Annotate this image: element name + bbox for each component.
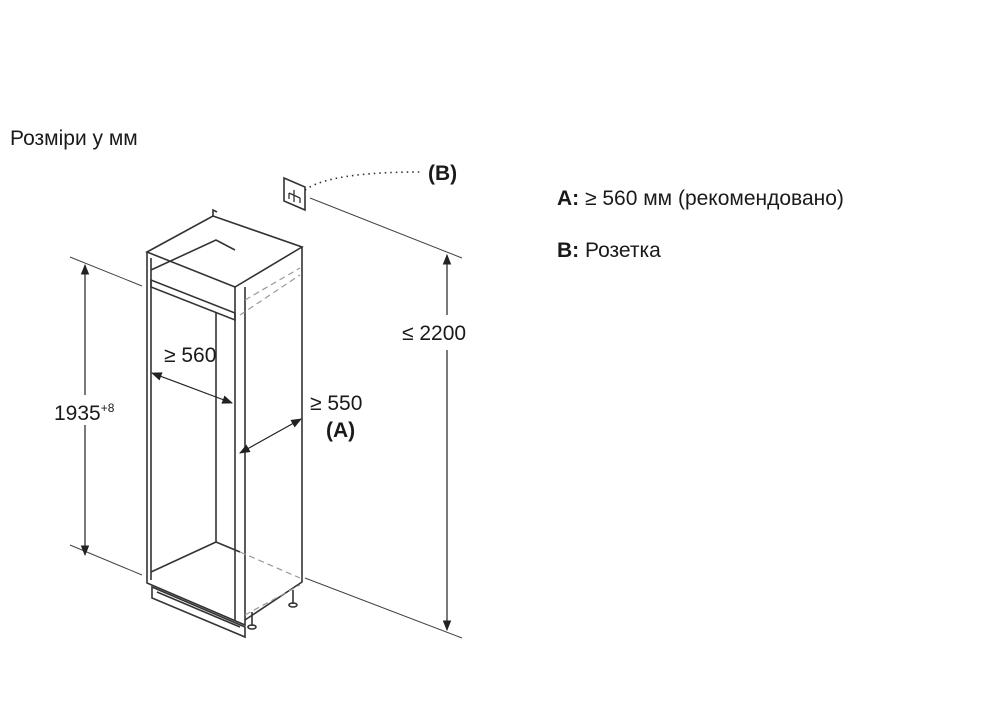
depth-label: ≥ 550 bbox=[310, 392, 362, 415]
height-label: 1935+8 bbox=[54, 401, 115, 425]
socket-leader-line bbox=[304, 171, 421, 191]
legend-item-a: A: ≥ 560 мм (рекомендовано) bbox=[557, 187, 844, 211]
legend-item-b: B: Розетка bbox=[557, 239, 661, 263]
depth-dimension-arrow bbox=[239, 418, 302, 454]
width-label: ≥ 560 bbox=[164, 344, 216, 367]
socket-label: (B) bbox=[428, 162, 457, 185]
legend-text: Розетка bbox=[585, 239, 661, 262]
page-title: Розміри у мм bbox=[10, 127, 138, 150]
legend-key: B: bbox=[557, 239, 580, 262]
width-dimension-arrow bbox=[150, 372, 234, 404]
hidden-edges bbox=[239, 267, 301, 616]
cabinet bbox=[145, 208, 304, 639]
max-height-label: ≤ 2200 bbox=[402, 322, 466, 345]
socket-icon bbox=[283, 176, 306, 212]
legend-key: A: bbox=[557, 187, 580, 210]
legend-text: ≥ 560 мм (рекомендовано) bbox=[585, 187, 844, 210]
depth-ref-label: (A) bbox=[326, 419, 355, 442]
